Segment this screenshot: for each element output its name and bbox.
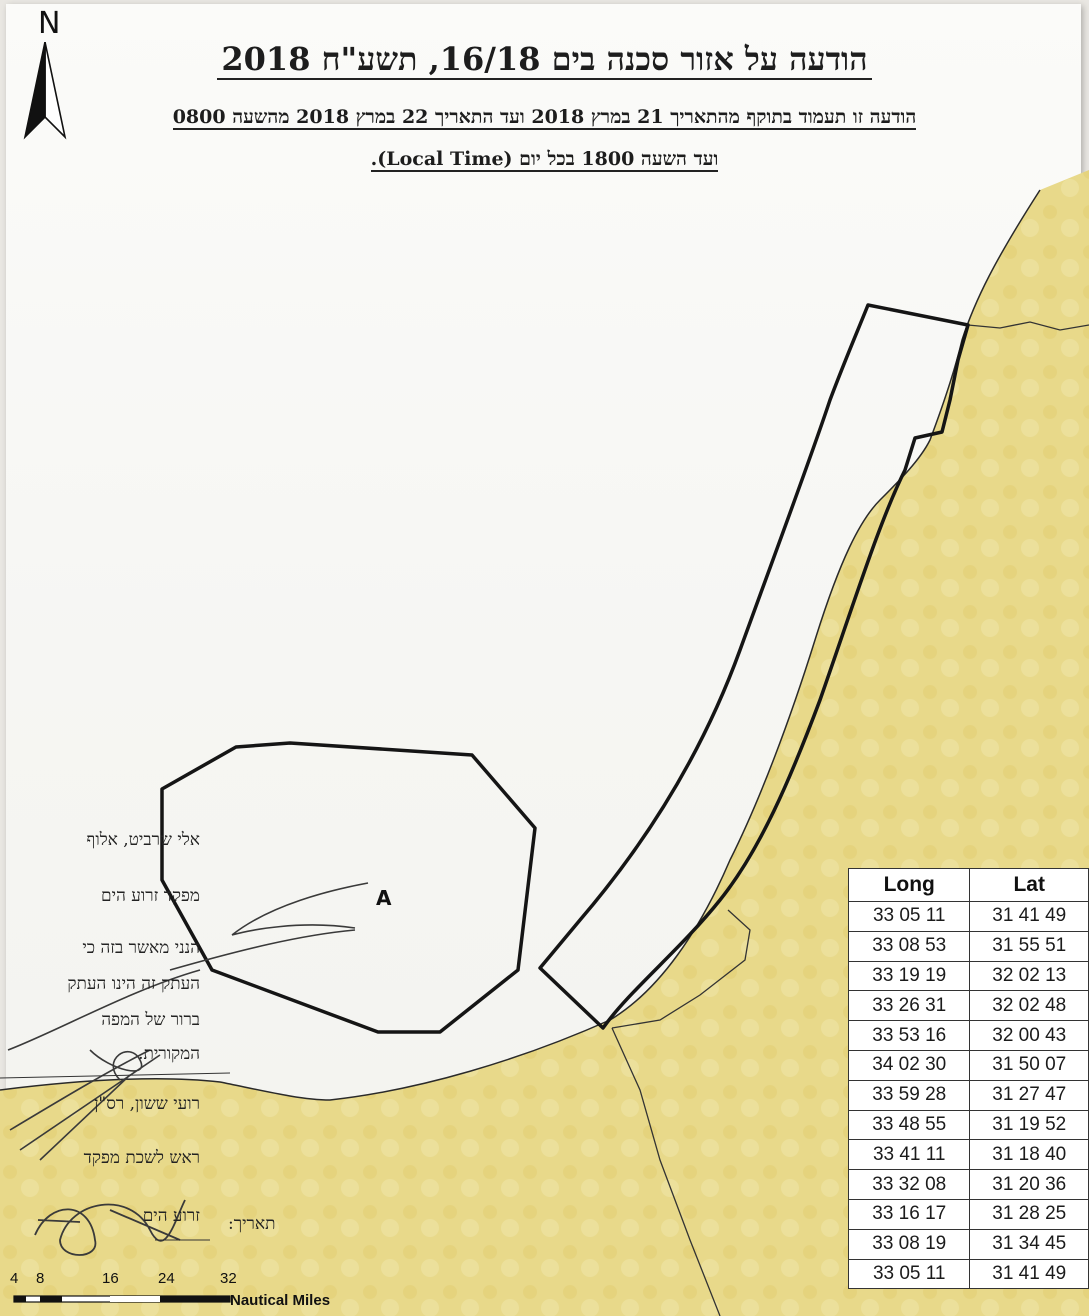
notice-title: הודעה על אזור סכנה בים 16/18, תשע"ח 2018 bbox=[0, 40, 1089, 80]
cell-lat: 31 55 51 bbox=[969, 930, 1089, 962]
cell-lat: 32 02 48 bbox=[969, 990, 1089, 1022]
signature-scribble bbox=[7, 882, 369, 1051]
notice-validity: הודעה זו תעמוד בתוקף מהתאריך 21 במרץ 201… bbox=[0, 106, 1089, 130]
stamp-rule bbox=[0, 1072, 231, 1079]
scale-tick-label: 24 bbox=[158, 1270, 175, 1287]
column-header-long: Long bbox=[847, 868, 971, 902]
cell-lat: 31 19 52 bbox=[969, 1109, 1089, 1141]
stamp-line: הנני מאשר בזה כי bbox=[82, 938, 200, 958]
scale-tick-labels: 4 8 16 24 32 bbox=[0, 1270, 360, 1294]
cell-long: 33 48 55 bbox=[847, 1109, 971, 1141]
cell-long: 33 16 17 bbox=[847, 1198, 971, 1230]
stamp-line: ברור של המפה bbox=[101, 1010, 200, 1030]
scale-tick-label: 32 bbox=[220, 1270, 237, 1287]
cell-long: 34 02 30 bbox=[847, 1049, 971, 1081]
north-arrow-icon bbox=[23, 42, 67, 140]
cell-lat: 31 41 49 bbox=[969, 1258, 1089, 1290]
cell-long: 33 26 31 bbox=[847, 990, 971, 1022]
scale-unit-label: Nautical Miles bbox=[230, 1292, 331, 1309]
cell-lat: 31 50 07 bbox=[969, 1049, 1089, 1081]
cell-lat: 32 00 43 bbox=[969, 1020, 1089, 1051]
cell-long: 33 53 16 bbox=[847, 1020, 971, 1051]
cell-lat: 31 34 45 bbox=[969, 1228, 1089, 1260]
cell-lat: 31 28 25 bbox=[969, 1198, 1089, 1230]
danger-zone-a bbox=[160, 741, 537, 1034]
stamp-line: המקורית. bbox=[138, 1044, 200, 1064]
cell-lat: 32 02 13 bbox=[969, 960, 1089, 992]
notice-hours-text: ועד השעה 1800 בכל יום (Local Time). bbox=[370, 148, 719, 172]
cell-long: 33 41 11 bbox=[847, 1139, 971, 1171]
notice-validity-text: הודעה זו תעמוד בתוקף מהתאריך 21 במרץ 201… bbox=[172, 106, 917, 130]
border-lebanon bbox=[967, 321, 1089, 331]
scale-bar bbox=[13, 1295, 231, 1303]
cell-long: 33 05 11 bbox=[847, 901, 971, 932]
scale-tick-label: 16 bbox=[102, 1270, 119, 1287]
cell-long: 33 32 08 bbox=[847, 1169, 971, 1200]
cell-long: 33 08 19 bbox=[847, 1228, 971, 1260]
stamp-line: מפקד זרוע הים bbox=[101, 886, 200, 906]
table-header-row: Long Lat bbox=[847, 868, 1089, 902]
danger-zone-a-label: A bbox=[376, 886, 392, 910]
north-label: N bbox=[38, 6, 61, 41]
stamp-line: אלי שרביט, אלוף bbox=[86, 830, 200, 850]
coastline bbox=[0, 189, 1041, 1101]
cell-lat: 31 18 40 bbox=[969, 1139, 1089, 1171]
cell-long: 33 19 19 bbox=[847, 960, 971, 992]
stamp-line: רועי ששון, רס"ן bbox=[94, 1094, 200, 1114]
scale-tick-label: 4 bbox=[10, 1270, 19, 1287]
notice-title-text: הודעה על אזור סכנה בים 16/18, תשע"ח 2018 bbox=[217, 40, 872, 80]
scale-tick-label: 8 bbox=[36, 1270, 45, 1287]
stamp-line: ראש לשכת מפקד bbox=[83, 1148, 200, 1168]
notice-hours: ועד השעה 1800 בכל יום (Local Time). bbox=[0, 148, 1089, 172]
cell-lat: 31 27 47 bbox=[969, 1079, 1089, 1111]
stamp-line: העתק זה הינו העתק bbox=[67, 974, 200, 994]
stamp-line: זרוע הים bbox=[142, 1206, 200, 1226]
cell-long: 33 59 28 bbox=[847, 1079, 971, 1111]
land-area bbox=[0, 170, 1089, 1316]
column-header-lat: Lat bbox=[969, 868, 1089, 902]
border-gaza bbox=[611, 909, 751, 1029]
cell-long: 33 08 53 bbox=[847, 930, 971, 962]
cell-long: 33 05 11 bbox=[847, 1258, 971, 1290]
signature-scribble bbox=[9, 1049, 161, 1161]
border-egypt bbox=[611, 1027, 721, 1316]
cell-lat: 31 20 36 bbox=[969, 1169, 1089, 1200]
danger-zone-coastal bbox=[538, 303, 970, 1030]
date-label: תאריך: bbox=[228, 1214, 276, 1234]
cell-lat: 31 41 49 bbox=[969, 901, 1089, 932]
